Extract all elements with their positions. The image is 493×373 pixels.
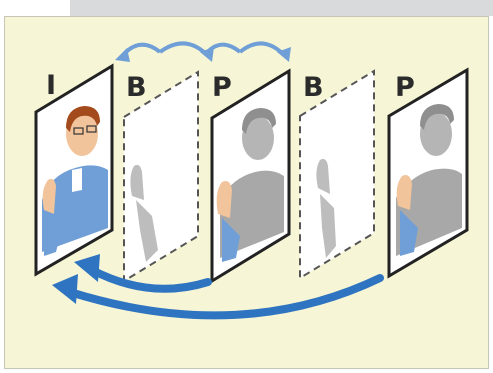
frame-label-p1: P [212, 74, 232, 101]
arrow-p1-to-i [92, 270, 208, 289]
arrow-b1-right [160, 43, 206, 54]
frame-b-1 [124, 72, 198, 281]
frame-label-i: I [46, 72, 56, 99]
arrowhead-p2 [52, 274, 78, 304]
frame-label-b1: B [126, 74, 147, 101]
arrowhead-p1 [74, 254, 100, 282]
top-arrows [115, 43, 291, 62]
arrow-b1-left [123, 45, 160, 55]
arrow-b2-right [240, 43, 283, 54]
frame-label-b2: B [303, 74, 324, 101]
frame-label-p2: P [395, 74, 415, 101]
